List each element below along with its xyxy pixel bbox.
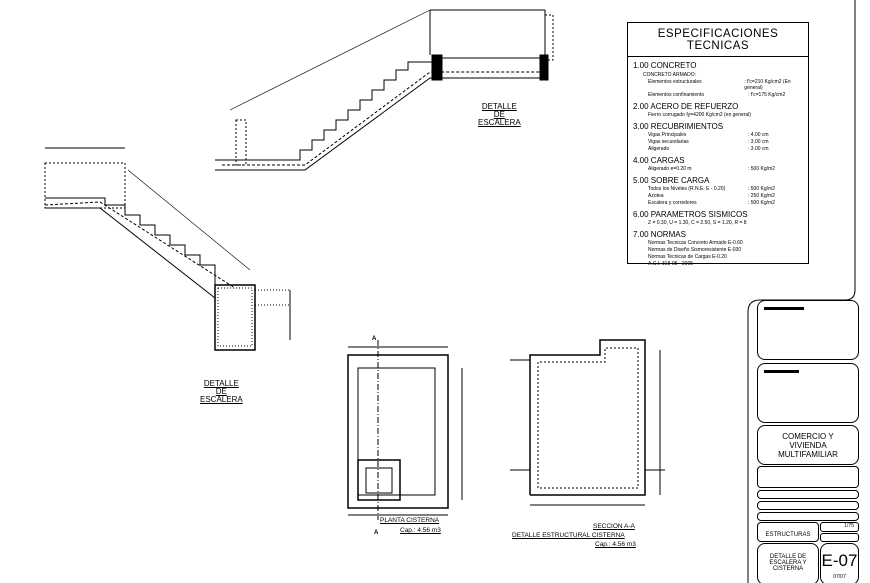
spec-section: 4.00 CARGAS	[633, 156, 685, 165]
plan-title: PLANTA CISTERNA	[380, 517, 440, 524]
cut-mark-bottom: A	[374, 530, 379, 536]
plan-capacity: Cap.: 4.56 m3	[400, 527, 441, 534]
spec-section: 7.00 NORMAS	[633, 230, 686, 239]
spec-row: Vigas Principales: 4.00 cm	[648, 132, 769, 138]
spec-text: Z = 0.30, U = 1.30, C = 2.50, S = 1.20, …	[648, 220, 747, 226]
specs-title: ESPECIFICACIONES TECNICAS	[628, 23, 808, 57]
spec-row: Elementos estructurales: f'c=210 Kg/cm2 …	[648, 79, 791, 91]
spec-text: Normas de Diseño Sismoresistente E-030	[648, 247, 742, 253]
section-title: SECCION A-A	[593, 523, 635, 530]
section-subtitle: DETALLE ESTRUCTURAL CISTERNA	[512, 532, 625, 539]
spec-section: 2.00 ACERO DE REFUERZO	[633, 102, 739, 111]
spec-row: Escalera y corredores: 500 Kg/m2	[648, 200, 775, 206]
stair-detail-top	[215, 9, 554, 171]
spec-row: Aligerado: 3.00 cm	[648, 146, 769, 152]
spec-section: 1.00 CONCRETO	[633, 61, 697, 70]
spec-row: Elementos confinamiento: f'c=175 Kg/cm2	[648, 92, 786, 98]
spec-section: 3.00 RECUBRIMIENTOS	[633, 122, 724, 131]
title-field	[757, 501, 859, 510]
sheet-number-panel: E-07 07/07	[820, 543, 859, 583]
spec-section: 5.00 SOBRE CARGA	[633, 176, 710, 185]
specialty-panel: ESTRUCTURAS	[757, 522, 819, 542]
spec-row: Azotea: 250 Kg/m2	[648, 193, 775, 199]
project-panel: COMERCIO Y VIVIENDA MULTIFAMILIAR	[757, 425, 859, 465]
spec-section: 6.00 PARAMETROS SISMICOS	[633, 210, 748, 219]
title-panel	[757, 363, 859, 423]
title-field	[757, 512, 859, 521]
title-panel	[757, 300, 859, 360]
sheet-description-panel: DETALLE DE ESCALERA Y CISTERNA	[757, 543, 819, 583]
section-capacity: Cap.: 4.56 m3	[595, 541, 636, 548]
title-panel	[757, 466, 859, 488]
sheet-description: DETALLE DE ESCALERA Y CISTERNA	[769, 554, 807, 572]
spec-row: Vigas secundarias: 3.00 cm	[648, 139, 769, 145]
project-name: COMERCIO Y VIVIENDA MULTIFAMILIAR	[778, 432, 838, 459]
spec-text: CONCRETO ARMADO:	[643, 72, 696, 78]
spec-row: Todos los Niveles (R.N.E. E - 0.20): 500…	[648, 186, 775, 192]
sheet-count: 07/07	[833, 574, 846, 580]
sheet-number: E-07	[821, 551, 858, 570]
cistern-plan	[347, 340, 463, 520]
stair-detail-left	[44, 147, 291, 351]
title-field	[757, 490, 859, 499]
scale-field: 1/75	[820, 522, 859, 532]
spec-text: A.C.I. 318-05 - 2005	[648, 261, 694, 267]
specialty: ESTRUCTURAS	[765, 532, 811, 538]
title-field	[820, 533, 859, 542]
cistern-section	[510, 339, 665, 506]
spec-text: Fierro corrugado fy=4200 Kg/cm2 (en gene…	[648, 112, 751, 118]
spec-text: Normas Tecnicas Concreto Armado E-0.60	[648, 240, 743, 246]
spec-text: Normas Tecnicas de Cargas E-0.20	[648, 254, 727, 260]
specifications-table: ESPECIFICACIONES TECNICAS 1.00 CONCRETO …	[627, 22, 809, 267]
spec-row: Aligerado e=0.20 m: 500 Kg/m2	[648, 166, 775, 172]
cut-mark-top: A	[372, 336, 377, 342]
